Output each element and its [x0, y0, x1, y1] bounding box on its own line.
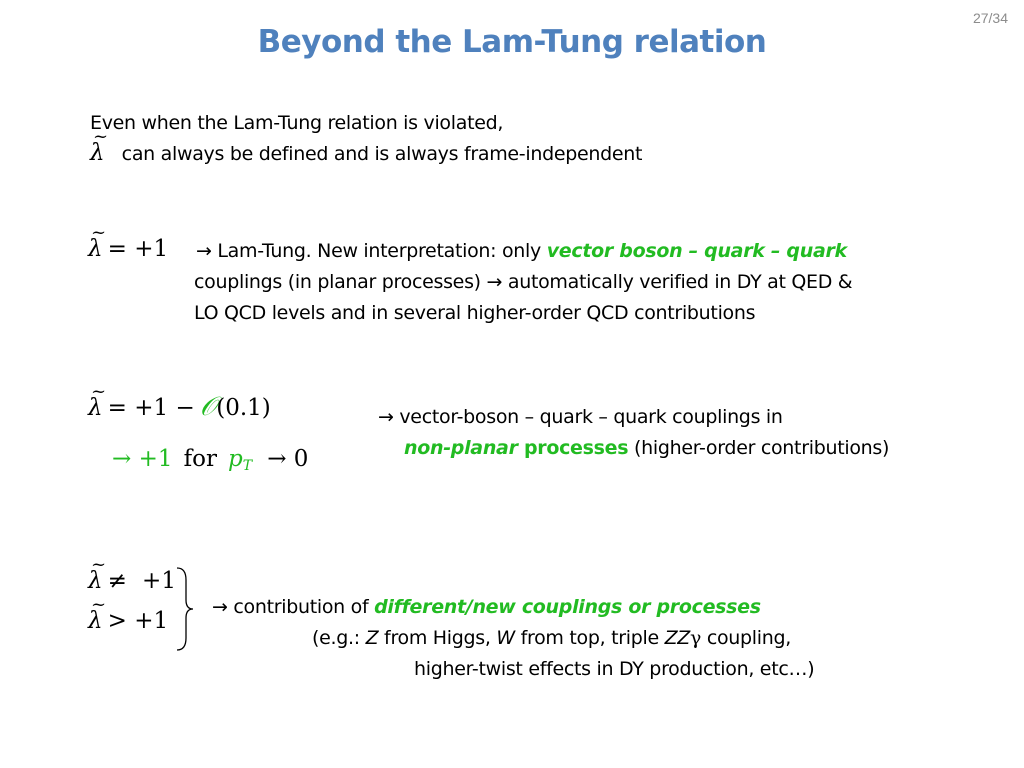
limit-arrow: → +1: [112, 446, 173, 472]
lambda-tilde-symbol: ~λ: [88, 381, 107, 421]
eg-open: (e.g.:: [312, 627, 366, 649]
lambda-tilde-symbol: ~λ: [88, 222, 107, 262]
lambda-symbol: ~λ: [90, 126, 109, 166]
block2-line-1: → vector-boson – quark – quark couplings…: [378, 406, 783, 428]
limit-p: p: [228, 446, 243, 472]
block1-highlight: vector boson – quark – quark: [546, 240, 847, 262]
block3-highlight: different/new couplings or processes: [374, 596, 761, 618]
block1-prefix: → Lam-Tung. New interpretation: only: [196, 240, 547, 262]
math-one-minus: = +1 −: [107, 395, 195, 421]
block1-line-3: LO QCD levels and in several higher-orde…: [194, 302, 756, 324]
block3-line-2: (e.g.: Z from Higgs, W from top, triple …: [312, 623, 791, 654]
from-top: from top, triple: [514, 627, 665, 649]
lambda-tilde-symbol: ~λ: [88, 554, 107, 594]
block2-processes: processes: [517, 437, 629, 459]
big-o-symbol: 𝒪: [199, 392, 217, 422]
row1-value: +1: [142, 568, 176, 594]
intro-line-2-text: can always be defined and is always fram…: [121, 143, 643, 165]
block2-line-2: non-planar processes (higher-order contr…: [404, 433, 889, 464]
intro-line-1: Even when the Lam-Tung relation is viola…: [90, 112, 504, 134]
limit-expression: → +1 for pT → 0: [112, 446, 308, 474]
limit-for: for: [183, 446, 217, 472]
w-boson: W: [496, 627, 515, 649]
lambda-tilde-symbol: ~λ: [88, 594, 107, 634]
greater-than-one: > +1: [107, 608, 169, 634]
block1-line-1: → Lam-Tung. New interpretation: only vec…: [196, 236, 847, 267]
coupling-text: coupling,: [701, 627, 792, 649]
page-number: 27/34: [972, 10, 1008, 26]
block3-prefix: → contribution of: [212, 596, 375, 618]
lambda-equals-one: ~λ = +1: [88, 222, 169, 262]
intro-line-2: ~λ can always be defined and is always f…: [90, 126, 643, 170]
math-paren-value: (0.1): [216, 395, 271, 421]
block1-line-2: couplings (in planar processes) → automa…: [194, 271, 853, 293]
gamma-symbol: γ: [690, 627, 702, 649]
block2-nonplanar: non-planar: [404, 437, 518, 459]
lambda-equals-one-minus-order: ~λ = +1 − 𝒪(0.1): [88, 381, 271, 423]
math-equals-plus-one: = +1: [107, 236, 169, 262]
limit-subscript: T: [242, 458, 253, 475]
block3-line-1: → contribution of different/new coupling…: [212, 592, 761, 623]
lambda-greater-one: ~λ > +1: [88, 594, 169, 634]
limit-end: → 0: [267, 446, 309, 472]
right-brace-icon: [176, 567, 194, 651]
z-boson: Z: [365, 627, 379, 649]
block3-line-3: higher-twist effects in DY production, e…: [414, 658, 815, 680]
slide-title: Beyond the Lam-Tung relation: [257, 24, 767, 60]
lambda-not-equal-one: ~λ ≠ +1: [88, 554, 176, 594]
zz-label: ZZ: [664, 627, 691, 649]
not-equal-sign: ≠: [107, 568, 127, 594]
from-higgs: from Higgs,: [378, 627, 497, 649]
block2-rest: (higher-order contributions): [628, 437, 890, 459]
